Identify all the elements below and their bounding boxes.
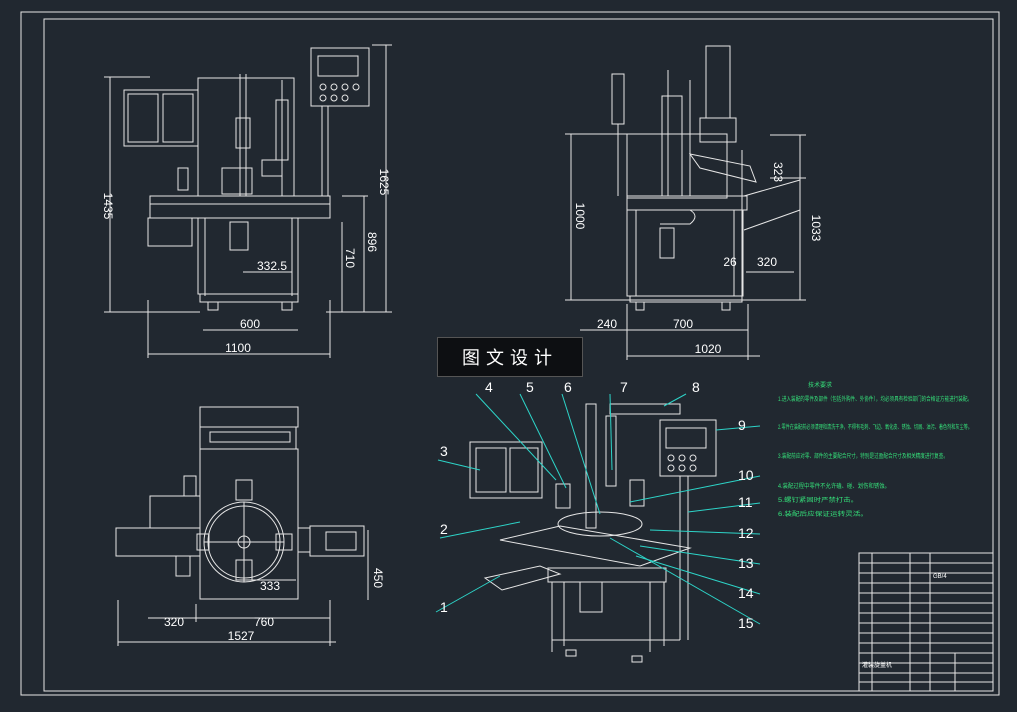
callout-9: 9	[738, 417, 746, 433]
dim-1435: 1435	[101, 193, 115, 220]
dim-600: 600	[240, 317, 260, 331]
dim-1100: 1100	[225, 341, 251, 355]
dim-1000: 1000	[573, 203, 587, 230]
dim-333: 333	[260, 579, 280, 593]
callout-15: 15	[738, 615, 754, 631]
note-line-2: 2.零件在装配前必须清理和清洗干净，不得有毛刺、飞边、氧化皮、锈蚀、切屑、油污、…	[778, 423, 972, 431]
callout-8: 8	[692, 379, 700, 395]
dim-1527: 1527	[228, 629, 255, 643]
callout-4: 4	[485, 379, 493, 395]
inner-border	[43, 18, 994, 692]
dim-700: 700	[673, 317, 693, 331]
dim-896: 896	[365, 232, 379, 252]
watermark-text: 图文设计	[462, 348, 558, 369]
front-view	[104, 44, 392, 358]
dim-top-320: 320	[164, 615, 184, 629]
dim-710: 710	[343, 248, 357, 268]
callout-11: 11	[738, 494, 753, 510]
callout-1: 1	[440, 599, 448, 615]
dim-450: 450	[371, 568, 385, 588]
side-view	[565, 45, 806, 360]
callout-12: 12	[738, 525, 754, 541]
note-line-1: 1.进入装配的零件及部件（包括外购件、外协件），均必须具有检验部门的合格证方能进…	[778, 395, 972, 403]
notes-title: 技术要求	[808, 381, 832, 389]
title-block-name: 灌装旋盖机	[862, 661, 892, 669]
callout-leaders	[435, 393, 761, 625]
dim-1033: 1033	[809, 215, 823, 242]
callout-5: 5	[526, 379, 534, 395]
watermark: 图文设计	[437, 337, 583, 377]
dim-26: 26	[723, 255, 737, 269]
outer-border	[20, 11, 1000, 696]
note-line-3: 3.装配前应对零、部件的主要配合尺寸，特别是过盈配合尺寸及相关精度进行复查。	[778, 452, 948, 460]
dim-760: 760	[254, 615, 274, 629]
control-panel	[310, 47, 370, 107]
dim-332-5: 332.5	[257, 259, 287, 273]
dim-320: 320	[757, 255, 777, 269]
title-block-text: GB/4 灌装旋盖机	[862, 574, 947, 669]
note-line-4: 4.装配过程中零件不允许磕、碰、划伤和锈蚀。	[778, 482, 890, 490]
note-line-5: 5.螺钉紧固时严禁打击。	[778, 496, 858, 504]
callout-3: 3	[440, 443, 448, 459]
callout-13: 13	[738, 555, 754, 571]
dim-323: 323	[771, 162, 785, 182]
title-block-code: GB/4	[933, 574, 947, 580]
title-block	[858, 552, 994, 692]
callout-10: 10	[738, 467, 754, 483]
side-motor	[705, 45, 731, 119]
dim-1020: 1020	[695, 342, 722, 356]
isometric-view	[469, 403, 717, 663]
callout-numbers: 1 2 3 4 5 6 7 8 9 10 11 12 13 14 15	[440, 379, 754, 631]
dim-240: 240	[597, 317, 617, 331]
callout-2: 2	[440, 521, 448, 537]
callout-14: 14	[738, 585, 754, 601]
note-line-6: 6.装配后应保证运转灵活。	[778, 510, 868, 518]
top-view	[115, 406, 369, 646]
callout-7: 7	[620, 379, 628, 395]
callout-6: 6	[564, 379, 572, 395]
dim-1625: 1625	[377, 169, 391, 196]
technical-notes: 技术要求 1.进入装配的零件及部件（包括外购件、外协件），均必须具有检验部门的合…	[778, 381, 972, 518]
